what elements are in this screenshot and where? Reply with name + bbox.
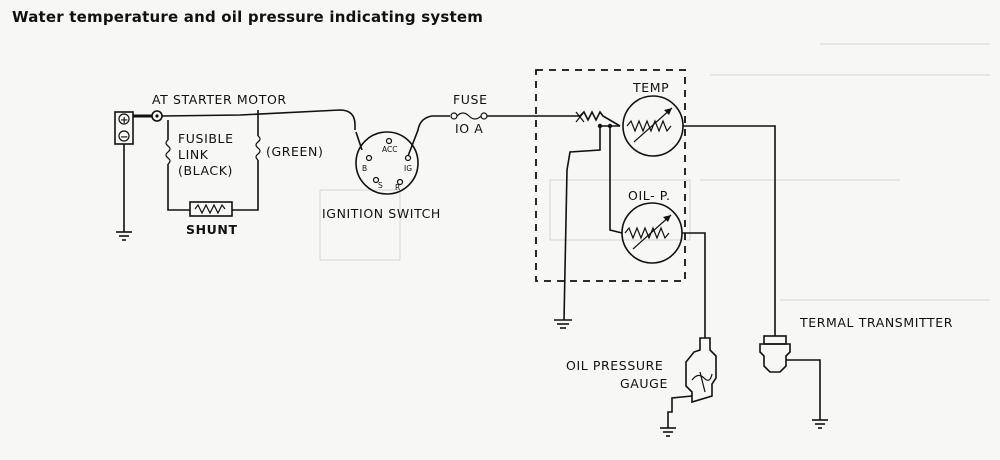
fuse-label-1: FUSE: [453, 92, 488, 107]
switch-terminal-acc: ACC: [382, 145, 397, 154]
battery-minus-sign: −: [120, 132, 128, 143]
fusible-link-label-2: LINK: [178, 147, 209, 162]
at-starter-motor-label: AT STARTER MOTOR: [152, 92, 287, 107]
oil-pressure-gauge-label-1: OIL PRESSURE: [566, 358, 663, 373]
background-ghost-print: [319, 43, 990, 301]
meter-cluster-box: [535, 69, 686, 282]
switch-terminal-r: R: [395, 183, 400, 192]
ignition-switch: ACC B IG S R: [355, 115, 450, 195]
ignition-switch-label: IGNITION SWITCH: [322, 206, 441, 221]
green-label: (GREEN): [266, 144, 323, 159]
switch-terminal-s: S: [378, 181, 383, 190]
shunt-resistor: [189, 160, 259, 217]
oil-pressure-sender: [660, 337, 717, 437]
starter-motor-terminal: [133, 110, 163, 122]
oil-p-label: OIL- P.: [628, 188, 671, 203]
battery: + −: [114, 111, 134, 241]
battery-plus-sign: +: [120, 115, 128, 126]
fuse: [450, 112, 580, 120]
fusible-link-label-1: FUSIBLE: [178, 131, 234, 146]
oil-pressure-gauge-label-2: GAUGE: [620, 376, 668, 391]
switch-terminal-ig: IG: [404, 164, 412, 173]
ground-cluster: [554, 319, 572, 329]
oil-pressure-gauge-meter: [621, 202, 706, 338]
thermal-transmitter: [759, 335, 828, 429]
shunt-label: SHUNT: [186, 222, 238, 237]
fusible-link-label-3: (BLACK): [178, 163, 233, 178]
green-wire: [255, 110, 261, 161]
termal-transmitter-label: TERMAL TRANSMITTER: [799, 315, 953, 330]
page-title: Water temperature and oil pressure indic…: [12, 8, 484, 26]
temp-label: TEMP: [632, 80, 669, 95]
switch-terminal-b: B: [362, 164, 367, 173]
fusible-link: [165, 120, 190, 211]
main-feed-wire: [161, 109, 356, 130]
fuse-label-2: IO A: [455, 121, 483, 136]
temp-gauge: [622, 95, 776, 336]
voltage-regulator: [563, 110, 623, 321]
